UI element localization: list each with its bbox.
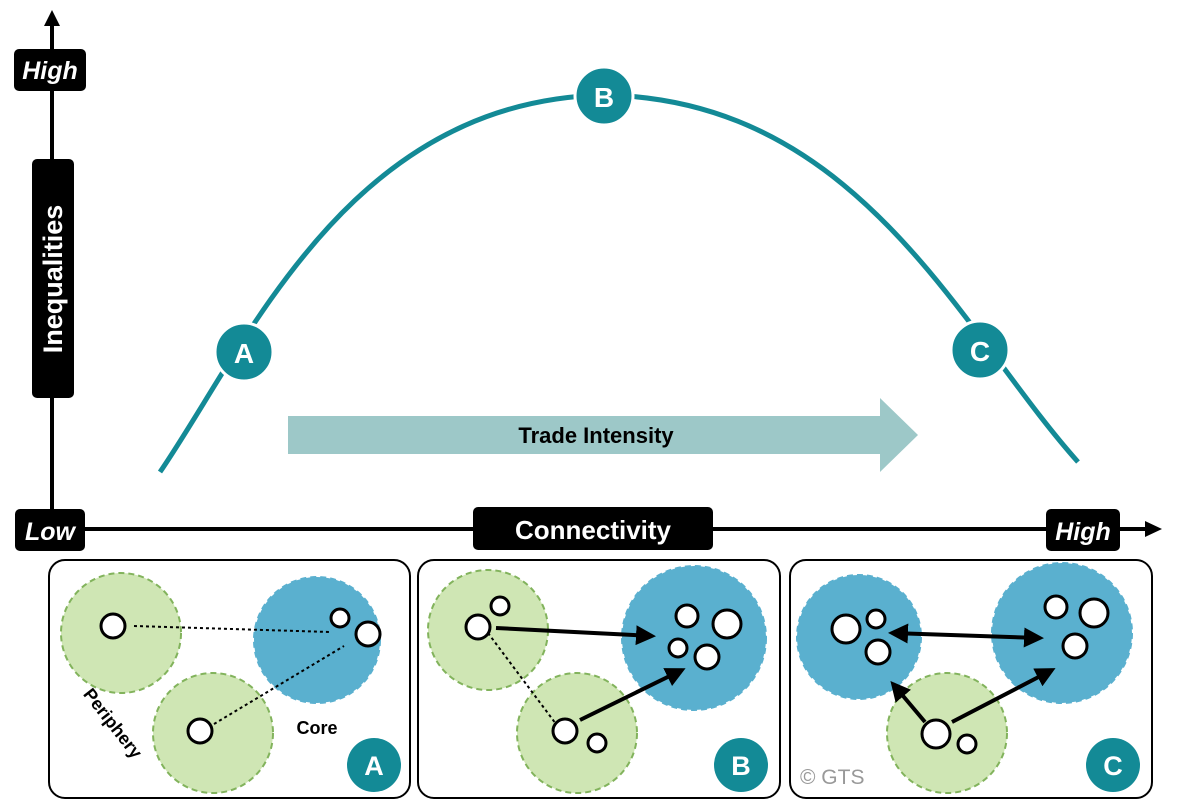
node [551, 717, 579, 745]
node [865, 608, 887, 630]
node [711, 608, 743, 640]
svg-text:Low: Low [25, 518, 77, 546]
core-region-2 [991, 562, 1133, 704]
node [99, 612, 127, 640]
panel-b: B [417, 559, 781, 799]
panel-c: © GTS C [789, 559, 1153, 799]
y-axis-title: Inequalities [32, 159, 74, 398]
curve-point-b: B [573, 65, 635, 127]
x-axis-title: Connectivity [473, 507, 713, 550]
y-axis-high-label: High [14, 49, 86, 91]
svg-text:A: A [234, 338, 254, 369]
node [489, 595, 511, 617]
svg-text:C: C [970, 336, 990, 367]
node [586, 732, 608, 754]
svg-text:High: High [1055, 518, 1111, 546]
node [920, 718, 952, 750]
node [667, 637, 689, 659]
node [693, 643, 721, 671]
panel-a: Periphery Core A [48, 559, 411, 799]
svg-text:High: High [22, 57, 78, 85]
node [864, 638, 892, 666]
x-axis-high-label: High [1046, 509, 1120, 551]
node [1061, 632, 1089, 660]
trade-intensity-arrow: Trade Intensity [288, 398, 918, 472]
svg-text:Trade Intensity: Trade Intensity [518, 423, 674, 448]
node [1043, 594, 1069, 620]
svg-text:Inequalities: Inequalities [38, 205, 68, 354]
node [830, 613, 862, 645]
panel-c-badge: C [1103, 751, 1123, 781]
curve-point-c: C [949, 319, 1011, 381]
y-axis-arrowhead [44, 10, 60, 26]
copyright-text: © GTS [800, 766, 864, 789]
x-axis-arrowhead [1145, 521, 1162, 537]
curve-point-a: A [213, 321, 275, 383]
core-region [621, 565, 767, 711]
node [464, 613, 492, 641]
node [354, 620, 382, 648]
node [186, 717, 214, 745]
node [674, 603, 700, 629]
inequality-curve [157, 92, 1080, 474]
node [956, 733, 978, 755]
svg-text:Connectivity: Connectivity [515, 515, 672, 545]
core-label: Core [296, 718, 337, 738]
svg-text:B: B [594, 82, 614, 113]
node [329, 607, 351, 629]
node [1078, 597, 1110, 629]
origin-low-label: Low [15, 509, 85, 551]
panel-a-badge: A [364, 751, 384, 781]
panel-b-badge: B [731, 751, 751, 781]
